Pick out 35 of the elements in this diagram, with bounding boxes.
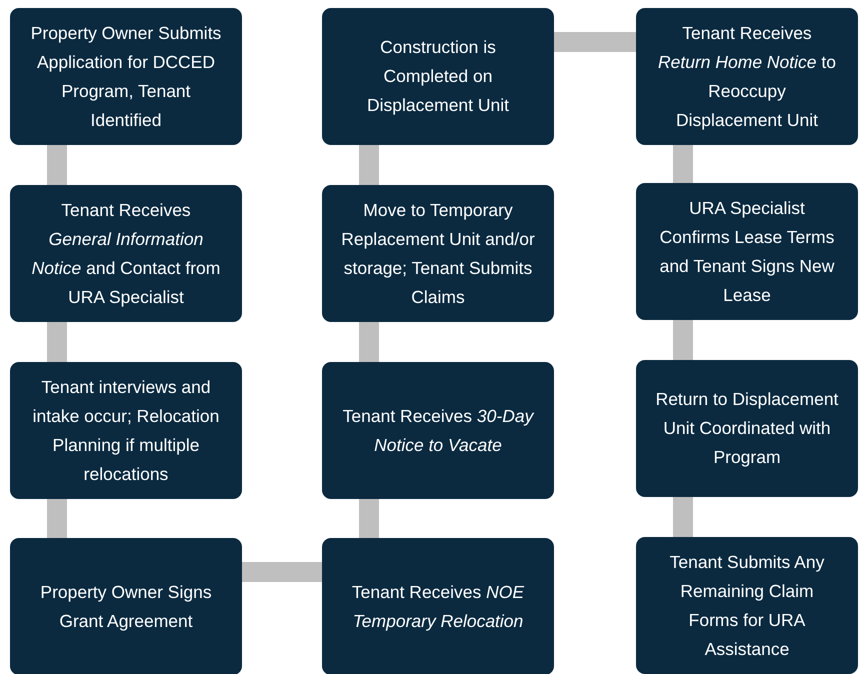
process-box: [10, 538, 242, 674]
connector-bar: [242, 562, 322, 582]
step-text: Tenant interviews and intake occur; Relocation Planning if multiple relocations: [32, 376, 220, 486]
connector-bar: [359, 145, 379, 185]
connector-bar: [673, 145, 693, 183]
step-text: Property Owner Signs Grant Agreement: [39, 580, 213, 633]
step-text: Tenant Receives Return Home Notice to Reoccupy Displacement Unit: [656, 22, 837, 132]
step-text: Property Owner Submits Application for DCCED Program, Tenant Identified: [30, 22, 222, 132]
step-text: Move to Temporary Replacement Unit and/or storage; Tenant Submits Claims: [340, 198, 536, 308]
process-box: [636, 360, 858, 497]
connector-bar: [47, 145, 67, 185]
process-box: [322, 8, 554, 145]
connector-bar: [673, 497, 693, 537]
step-text: Tenant Receives 30-Day Notice to Vacate: [342, 404, 536, 456]
step-text: Tenant Receives General Information Notice and Contact from URA Specialist: [30, 198, 222, 309]
step-text: Tenant Submits Any Remaining Claim Forms for URA Assistance: [668, 550, 826, 660]
process-box: [322, 185, 554, 322]
step-text: Construction is Completed on Displacement Unit: [366, 36, 510, 117]
connector-bar: [554, 32, 636, 52]
step-text: URA Specialist Confirms Lease Terms and Tenant Signs New Lease: [658, 196, 836, 306]
process-box: [322, 362, 554, 499]
step-text: Tenant Receives NOE Temporary Relocation: [350, 580, 526, 633]
connector-bar: [47, 322, 67, 362]
connector-bar: [673, 320, 693, 360]
connector-bar: [47, 499, 67, 538]
process-box: [636, 537, 858, 674]
process-box: [10, 185, 242, 322]
connector-bar: [359, 499, 379, 538]
step-text: Return to Displacement Unit Coordinated with Program: [654, 388, 840, 469]
process-box: [636, 8, 858, 145]
connector-bar: [359, 322, 379, 362]
process-box: [636, 183, 858, 320]
process-box: [322, 538, 554, 674]
process-box: [10, 8, 242, 145]
process-box: [10, 362, 242, 499]
